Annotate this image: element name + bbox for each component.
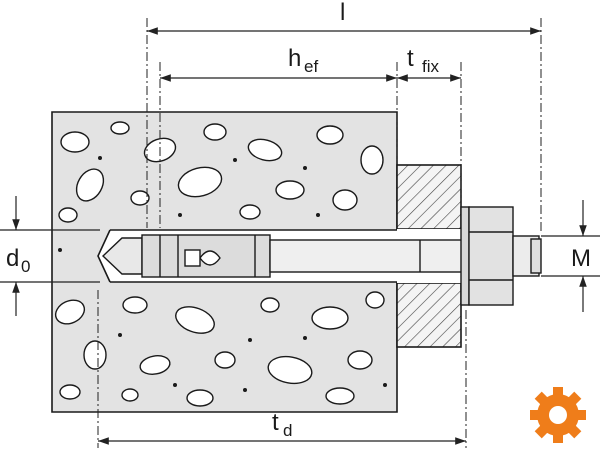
label-d0-sub: 0 <box>21 257 30 276</box>
aggregate-stones <box>54 121 385 407</box>
label-tfix: t <box>407 45 414 72</box>
label-d0: d <box>6 245 19 272</box>
label-tfix-sub: fix <box>422 57 440 76</box>
label-l: l <box>340 0 345 26</box>
label-td-sub: d <box>283 421 292 440</box>
dimension-lines <box>12 27 587 445</box>
label-hef: h <box>288 45 301 72</box>
label-hef-sub: ef <box>304 57 318 76</box>
gear-icon <box>530 387 586 443</box>
aggregate-dots <box>58 156 387 392</box>
label-m: M <box>571 245 591 272</box>
dimension-labels: l h ef t fix d 0 M t d <box>6 0 591 440</box>
label-td: t <box>272 409 279 436</box>
extension-lines <box>0 18 600 448</box>
anchor-bolt <box>101 206 542 306</box>
